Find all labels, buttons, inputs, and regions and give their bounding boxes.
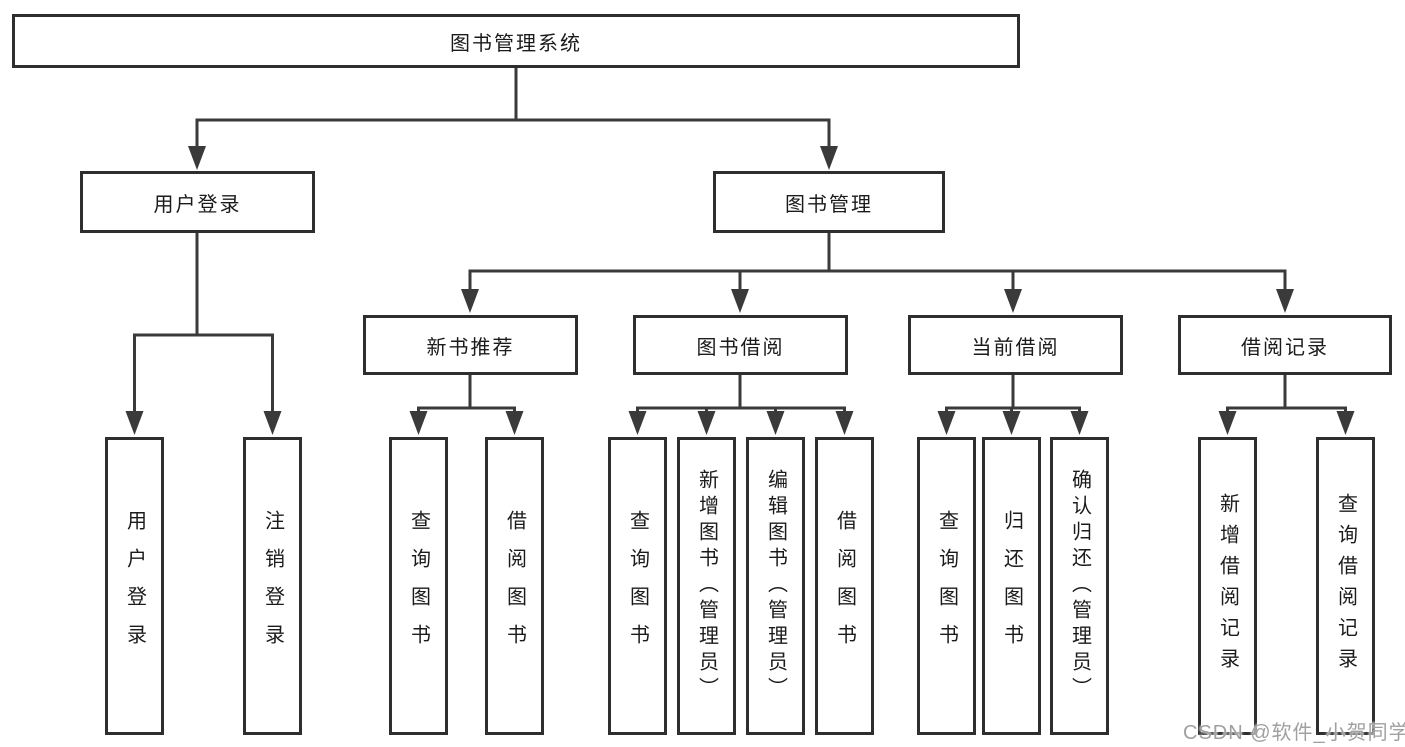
node-user-login-label: 用户登录	[153, 193, 242, 216]
node-root-system: 图书管理系统	[12, 14, 1020, 68]
leaf-logout: 注销登录	[243, 437, 302, 735]
leaf-query-books-borrow-label: 查询图书	[626, 510, 649, 662]
leaf-query-books-borrow: 查询图书	[608, 437, 667, 735]
node-book-management: 图书管理	[713, 171, 945, 233]
leaf-add-books-admin: 新增图书（管理员）	[677, 437, 736, 735]
node-book-management-label: 图书管理	[785, 193, 873, 216]
csdn-watermark: CSDN @软件_小贺同学	[1183, 722, 1405, 744]
node-user-login: 用户登录	[80, 171, 315, 233]
node-borrowing-records-label: 借阅记录	[1241, 336, 1329, 359]
arrowheads	[125, 146, 1355, 435]
node-new-book-recommend-label: 新书推荐	[426, 336, 515, 359]
node-current-borrowing-label: 当前借阅	[971, 336, 1060, 359]
leaf-query-borrow-record-label: 查询借阅记录	[1334, 493, 1357, 679]
node-new-book-recommend: 新书推荐	[363, 315, 578, 375]
leaf-user-login: 用户登录	[105, 437, 164, 735]
leaf-borrow-books-label: 借阅图书	[833, 510, 856, 662]
leaf-return-books: 归还图书	[982, 437, 1041, 735]
leaf-confirm-return-admin-label: 确认归还（管理员）	[1068, 469, 1091, 703]
leaf-logout-label: 注销登录	[261, 510, 284, 662]
node-root-system-label: 图书管理系统	[450, 32, 582, 55]
leaf-query-books-recommend: 查询图书	[389, 437, 448, 735]
leaf-borrow-books-recommend-label: 借阅图书	[503, 510, 526, 662]
leaf-confirm-return-admin: 确认归还（管理员）	[1050, 437, 1109, 735]
leaf-edit-books-admin-label: 编辑图书（管理员）	[764, 469, 787, 703]
leaf-user-login-label: 用户登录	[123, 510, 146, 662]
leaf-query-borrow-record: 查询借阅记录	[1316, 437, 1375, 735]
leaf-query-books-current-label: 查询图书	[935, 510, 958, 662]
leaf-add-borrow-record: 新增借阅记录	[1198, 437, 1257, 735]
leaf-edit-books-admin: 编辑图书（管理员）	[746, 437, 805, 735]
node-current-borrowing: 当前借阅	[908, 315, 1123, 375]
node-borrowing-records: 借阅记录	[1178, 315, 1392, 375]
leaf-borrow-books: 借阅图书	[815, 437, 874, 735]
leaf-borrow-books-recommend: 借阅图书	[485, 437, 544, 735]
node-book-borrowing-label: 图书借阅	[696, 336, 785, 359]
leaf-query-books-recommend-label: 查询图书	[407, 510, 430, 662]
leaf-return-books-label: 归还图书	[1000, 510, 1023, 662]
leaf-add-borrow-record-label: 新增借阅记录	[1216, 493, 1239, 679]
leaf-query-books-current: 查询图书	[917, 437, 976, 735]
node-book-borrowing: 图书借阅	[633, 315, 848, 375]
leaf-add-books-admin-label: 新增图书（管理员）	[695, 469, 718, 703]
